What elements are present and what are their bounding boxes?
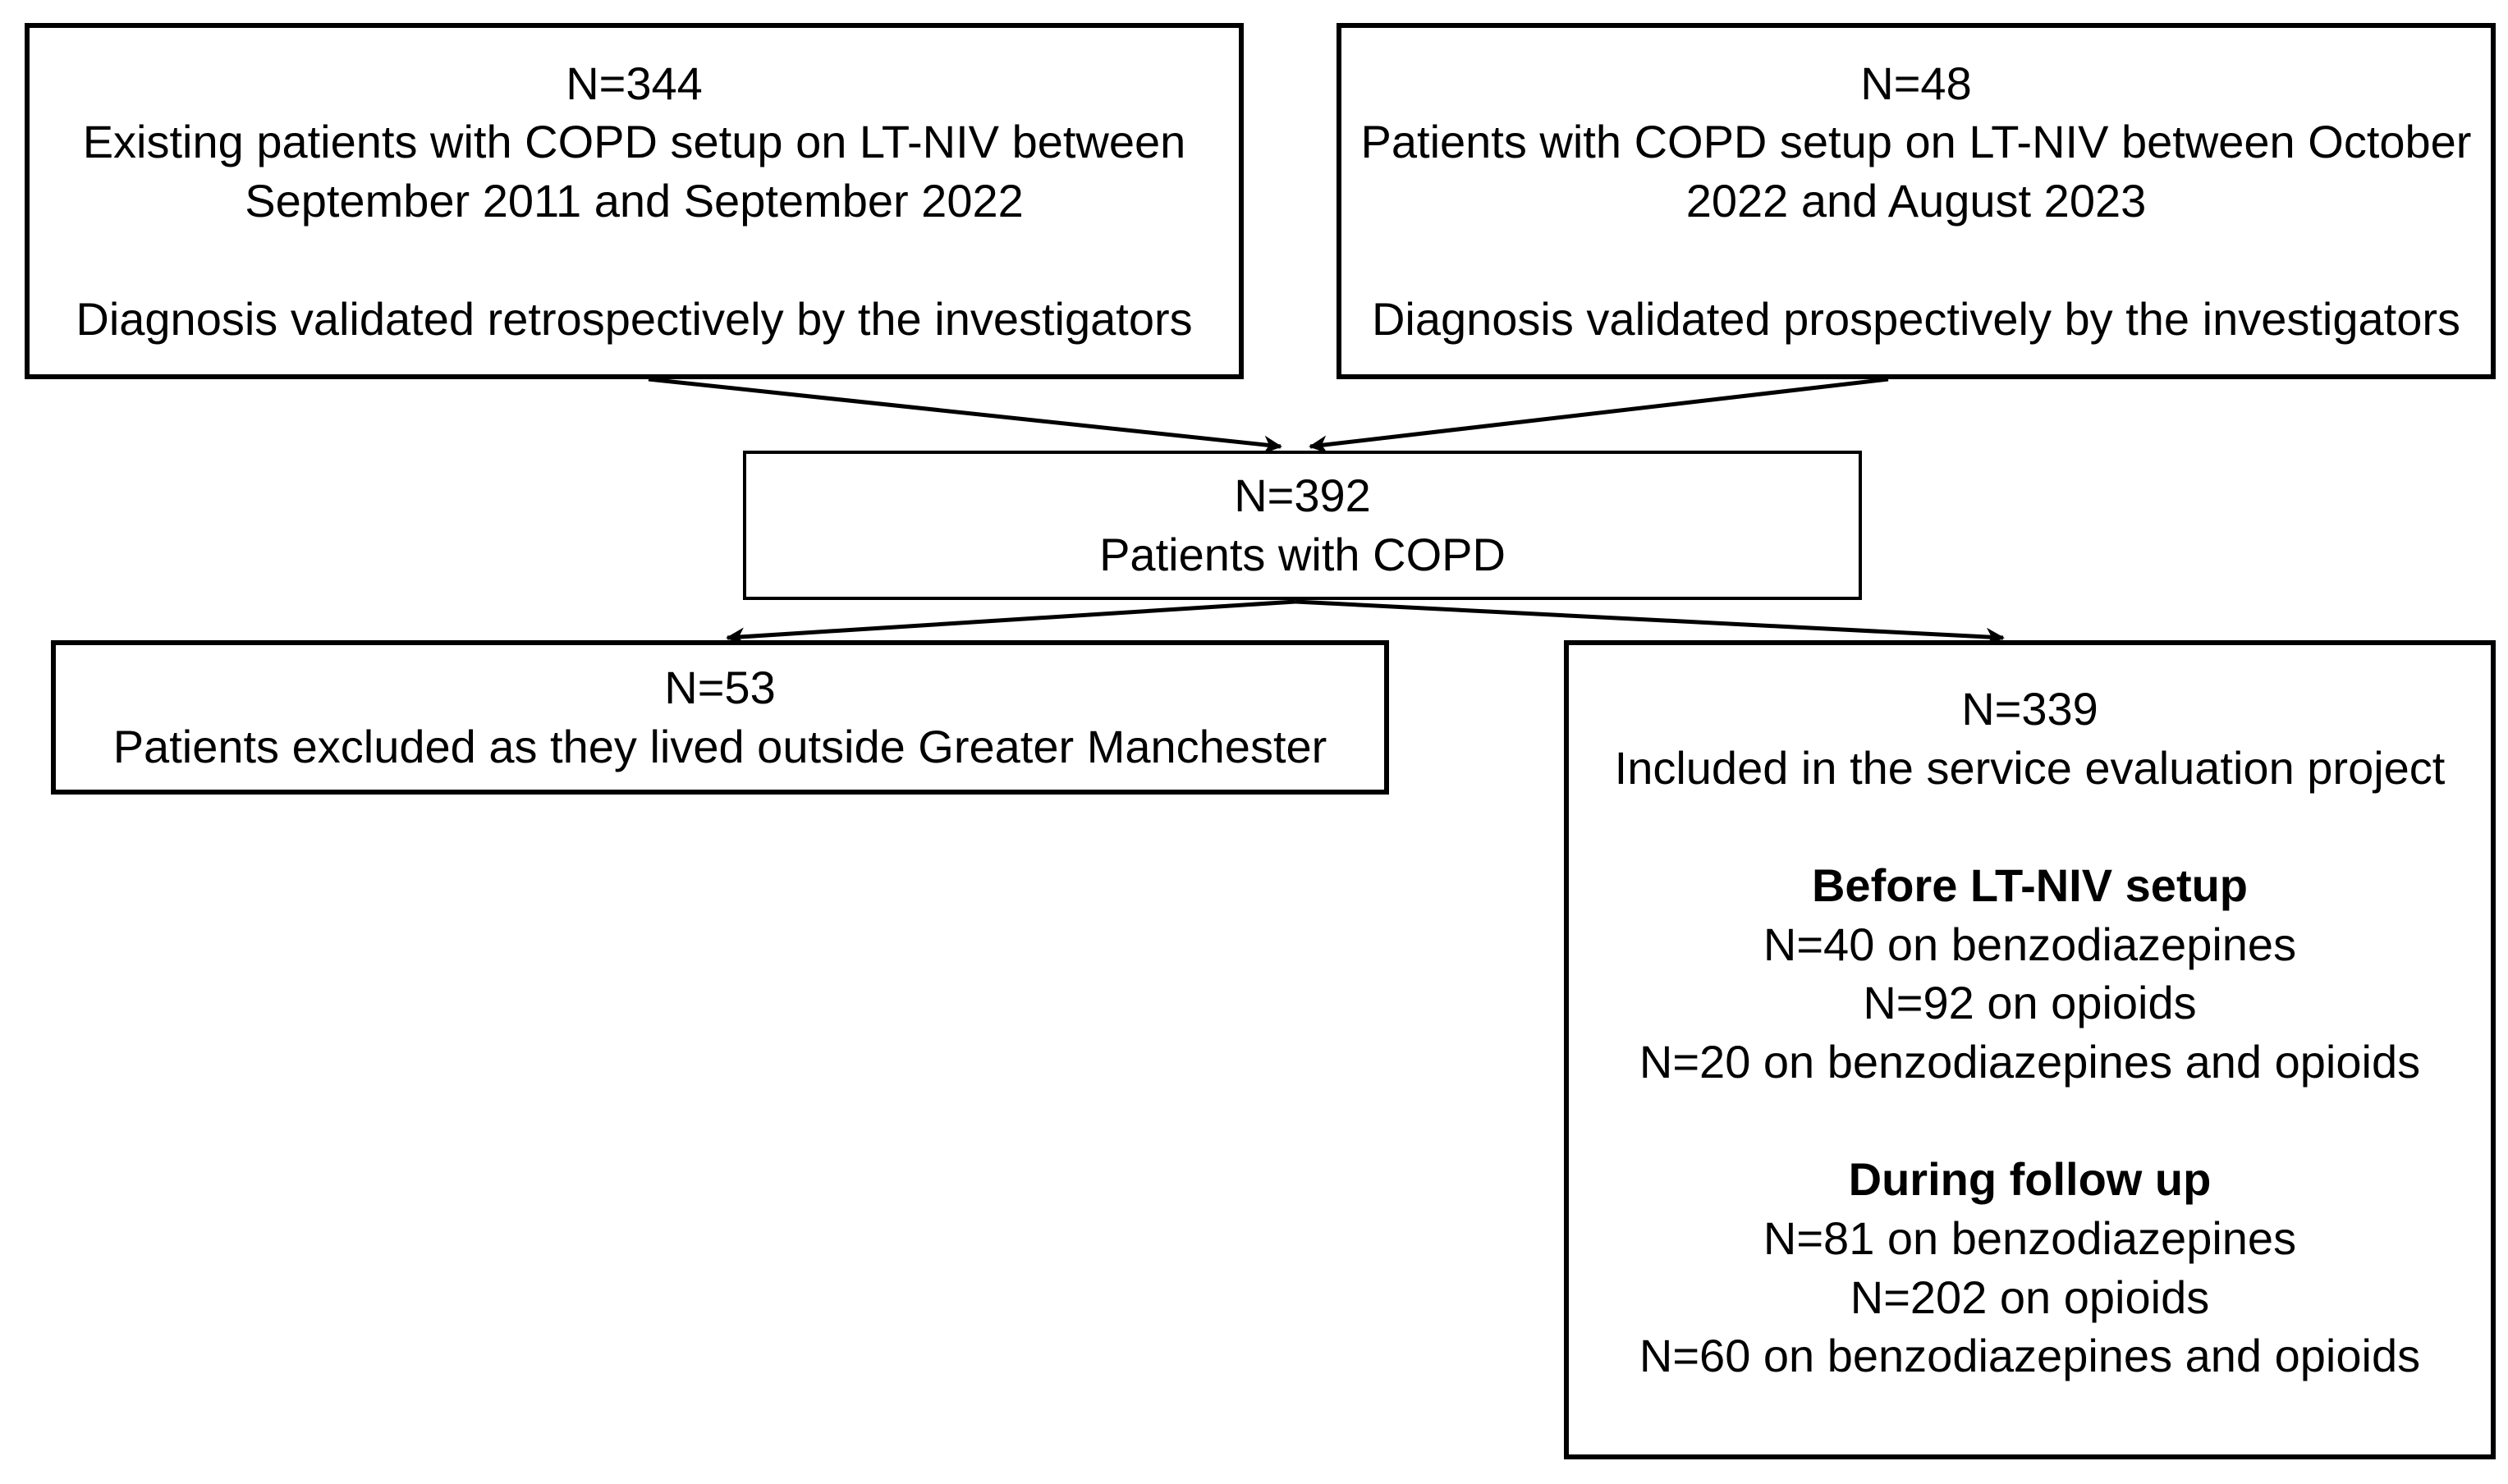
- description-line: September 2011 and September 2022: [245, 175, 1024, 227]
- section-heading-follow-up: During follow up: [1848, 1153, 2212, 1206]
- description-line: Existing patients with COPD setup on LT-…: [82, 116, 1186, 168]
- box-merged-cohort: N=392 Patients with COPD: [743, 451, 1862, 600]
- validation-line: Diagnosis validated retrospectively by t…: [76, 292, 1193, 345]
- arrow-prospective-to-merged: [1309, 377, 1889, 454]
- box-prospective-patients: N=48 Patients with COPD setup on LT-NIV …: [1337, 23, 2496, 379]
- stat-line: N=40 on benzodiazepines: [1763, 918, 2297, 970]
- validation-line: Diagnosis validated prospectively by the…: [1371, 292, 2461, 345]
- stat-line: N=92 on opioids: [1863, 977, 2197, 1029]
- arrow-merged-to-excluded: [726, 599, 1296, 646]
- count-label: N=392: [1234, 469, 1371, 522]
- stat-line: N=202 on opioids: [1850, 1271, 2210, 1323]
- description-line: Included in the service evaluation proje…: [1614, 741, 2446, 794]
- description-line: Patients with COPD: [1099, 529, 1506, 580]
- count-label: N=53: [664, 662, 776, 714]
- arrow-existing-to-merged: [648, 377, 1282, 455]
- box-included-patients: N=339 Included in the service evaluation…: [1564, 640, 2496, 1459]
- stat-line: N=20 on benzodiazepines and opioids: [1639, 1036, 2421, 1088]
- description-line: 2022 and August 2023: [1685, 175, 2147, 227]
- stat-line: N=81 on benzodiazepines: [1763, 1212, 2297, 1265]
- stat-line: N=60 on benzodiazepines and opioids: [1639, 1330, 2421, 1382]
- description-line: Patients excluded as they lived outside …: [112, 721, 1327, 772]
- count-label: N=339: [1961, 683, 2098, 735]
- box-existing-patients: N=344 Existing patients with COPD setup …: [25, 23, 1244, 379]
- description-line: Patients with COPD setup on LT-NIV betwe…: [1360, 116, 2472, 168]
- arrow-merged-to-included: [1295, 599, 2005, 647]
- box-excluded-patients: N=53 Patients excluded as they lived out…: [51, 640, 1389, 795]
- section-heading-before-setup: Before LT-NIV setup: [1811, 859, 2248, 912]
- count-label: N=48: [1860, 57, 1972, 109]
- count-label: N=344: [566, 57, 703, 109]
